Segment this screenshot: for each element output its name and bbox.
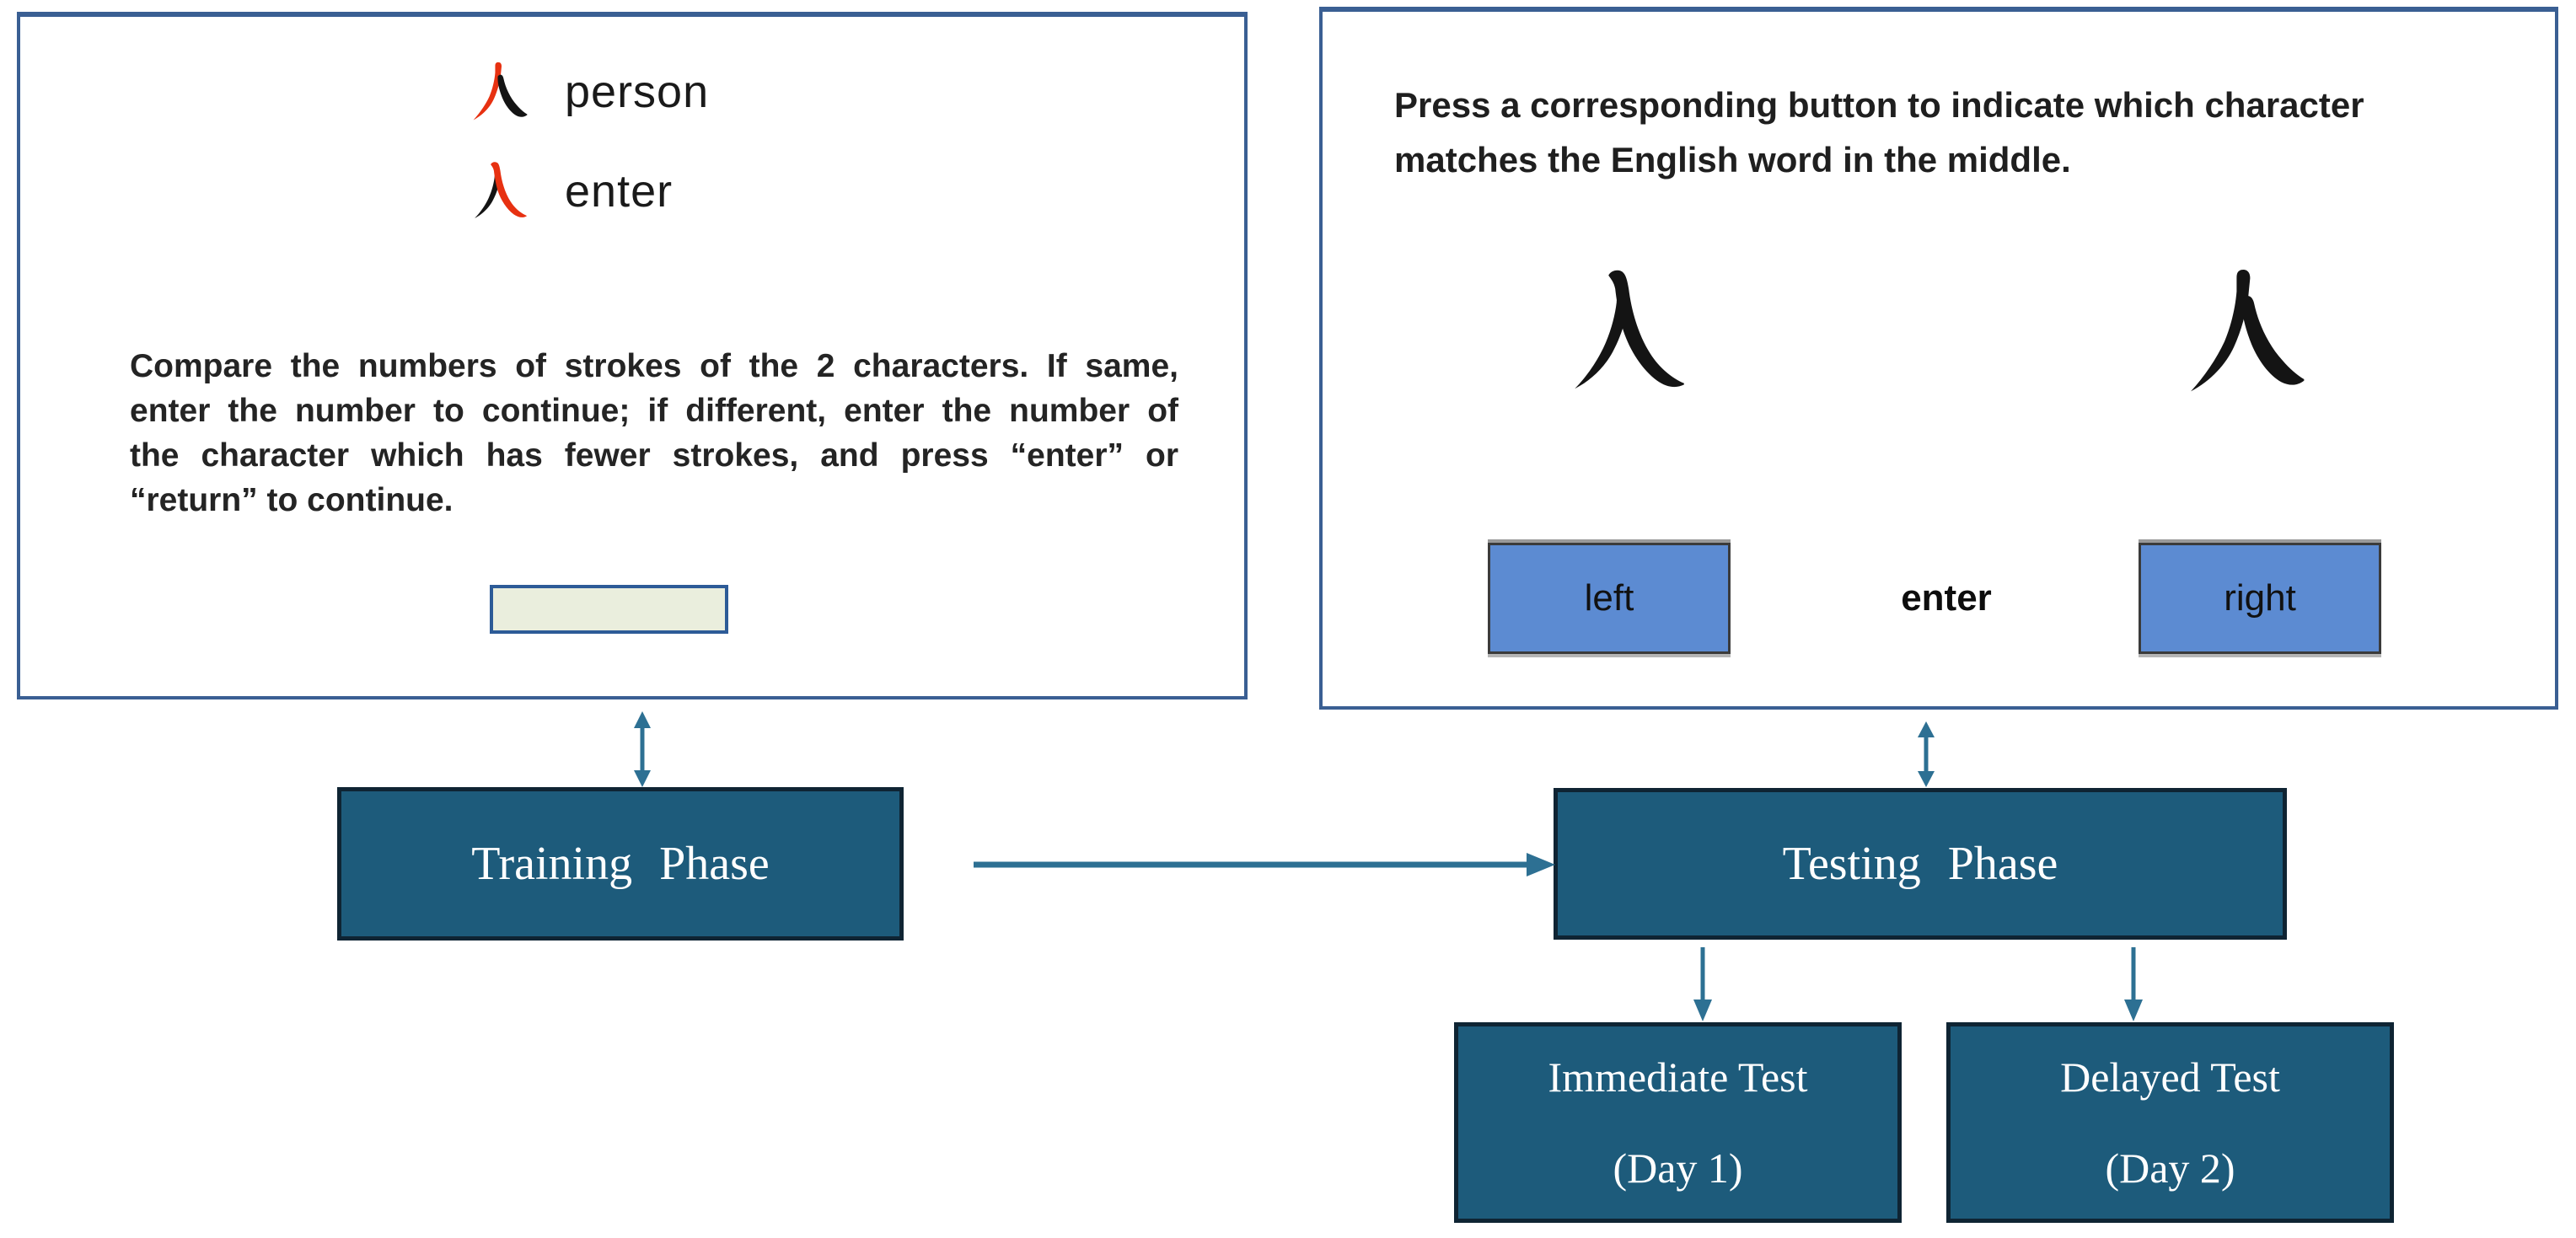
immediate-test-line1: Immediate Test bbox=[1548, 1053, 1808, 1101]
delayed-test-line1: Delayed Test bbox=[2060, 1053, 2280, 1101]
character-ren-person-icon bbox=[473, 62, 528, 121]
immediate-test-box: Immediate Test (Day 1) bbox=[1454, 1022, 1902, 1223]
vocab-label-person: person bbox=[565, 67, 710, 117]
double-arrow-rightpanel-testing bbox=[1918, 721, 1935, 787]
instruction-line: Compare the numbers of strokes of the 2 … bbox=[130, 348, 1178, 384]
arrow-testing-to-immediate bbox=[1693, 947, 1712, 1021]
vocab-label-enter: enter bbox=[565, 166, 674, 217]
instruction-line: Press a corresponding button to indicate… bbox=[1394, 85, 2364, 125]
training-phase-box: Training Phase bbox=[337, 787, 904, 941]
delayed-test-line2: (Day 2) bbox=[2105, 1144, 2235, 1192]
left-button[interactable]: left bbox=[1488, 543, 1731, 654]
testing-phase-box: Testing Phase bbox=[1554, 788, 2287, 940]
test-character-right-ren-icon bbox=[2191, 270, 2305, 392]
instruction-line: enter the number to continue; if differe… bbox=[130, 393, 1178, 429]
training-screen-panel: person enter Compare the numbers of stro… bbox=[17, 12, 1248, 699]
testing-screen-panel: Press a corresponding button to indicate… bbox=[1319, 7, 2558, 710]
delayed-test-box: Delayed Test (Day 2) bbox=[1946, 1022, 2394, 1223]
instruction-line: “return” to continue. bbox=[130, 482, 453, 518]
double-arrow-leftpanel-training bbox=[634, 711, 651, 787]
instruction-line: the character which has fewer strokes, a… bbox=[130, 437, 1178, 474]
arrow-testing-to-delayed bbox=[2124, 947, 2143, 1021]
pie-stroke bbox=[2191, 270, 2251, 392]
pie-stroke bbox=[473, 62, 502, 121]
right-button[interactable]: right bbox=[2139, 543, 2381, 654]
training-instructions: Compare the numbers of strokes of the 2 … bbox=[130, 344, 1178, 523]
vocab-row-person: person bbox=[467, 56, 709, 128]
middle-word-enter: enter bbox=[1901, 577, 1992, 619]
number-entry-field[interactable] bbox=[490, 585, 728, 634]
character-ru-enter-icon bbox=[475, 162, 527, 218]
na-stroke bbox=[1608, 270, 1684, 388]
training-phase-label: Training Phase bbox=[471, 838, 770, 890]
immediate-test-line2: (Day 1) bbox=[1613, 1144, 1743, 1192]
na-stroke bbox=[491, 162, 527, 217]
pie-stroke bbox=[475, 173, 501, 218]
arrow-training-to-testing bbox=[974, 853, 1555, 876]
test-character-left-ru-icon bbox=[1575, 270, 1684, 389]
testing-phase-label: Testing Phase bbox=[1782, 838, 2058, 890]
na-stroke bbox=[497, 74, 528, 117]
instruction-line: matches the English word in the middle. bbox=[1394, 140, 2071, 180]
pie-stroke bbox=[1575, 292, 1629, 389]
na-stroke bbox=[2241, 296, 2305, 385]
testing-instructions: Press a corresponding button to indicate… bbox=[1394, 78, 2515, 187]
vocab-row-enter: enter bbox=[467, 155, 673, 228]
